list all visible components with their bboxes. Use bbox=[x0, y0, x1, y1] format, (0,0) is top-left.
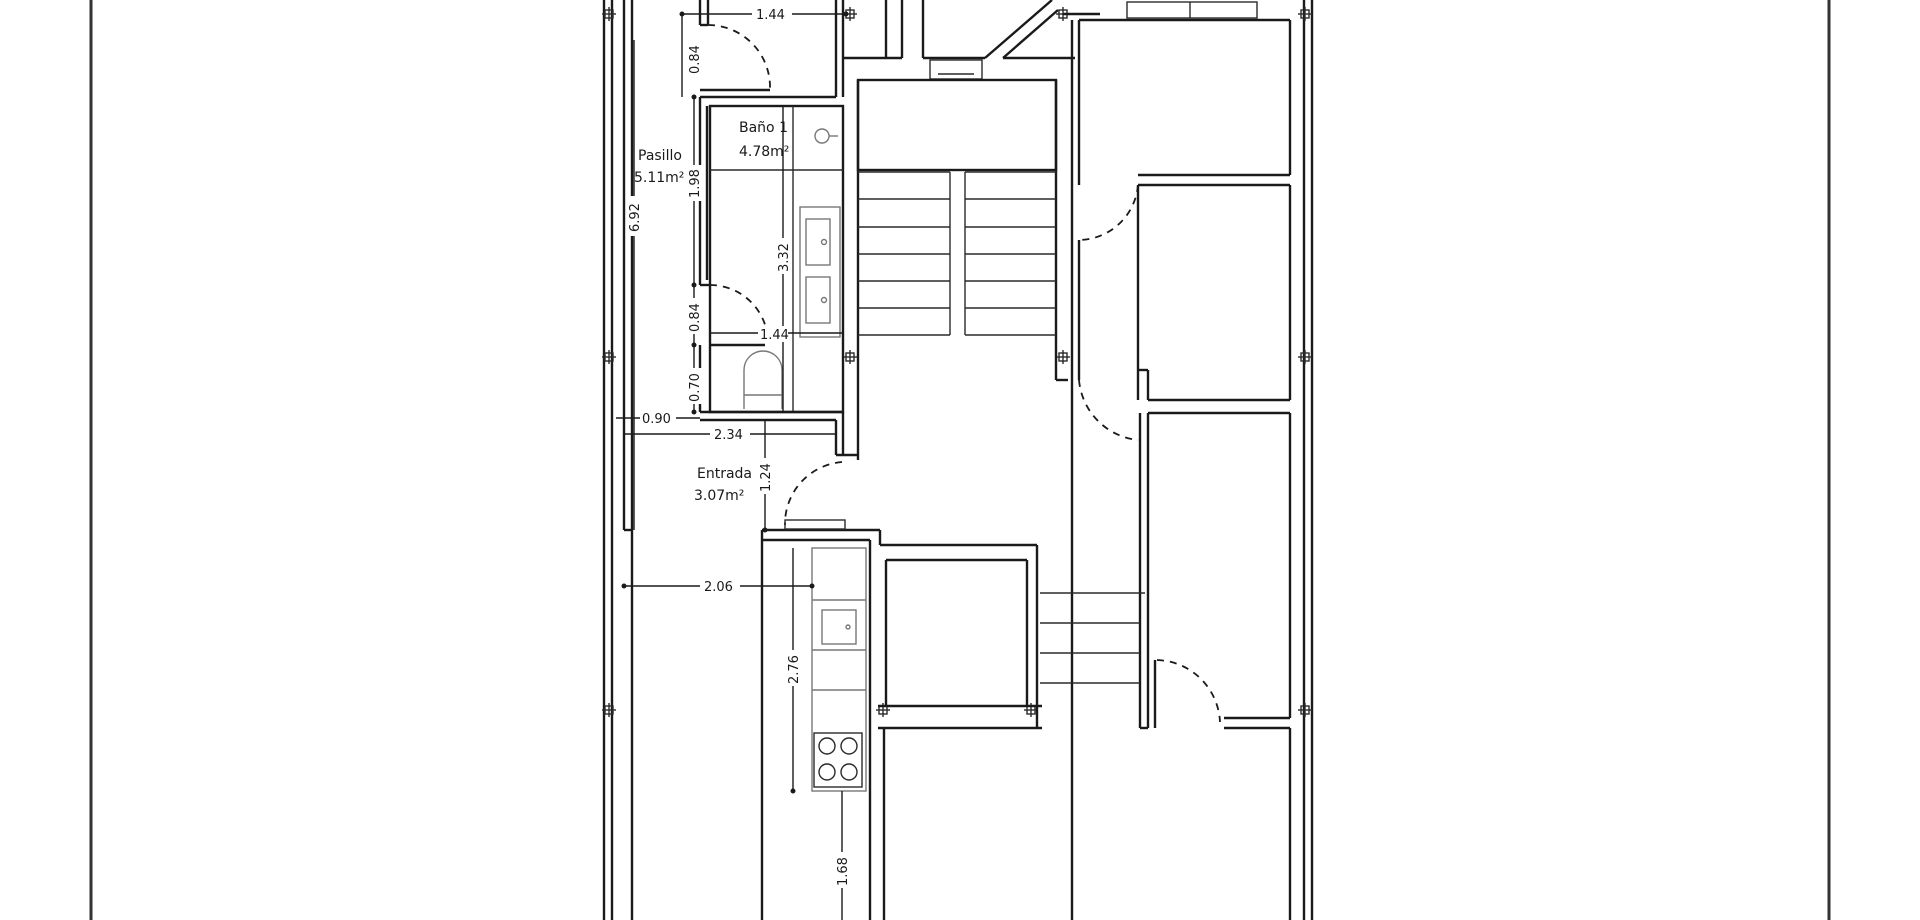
room-name-entrada: Entrada bbox=[697, 466, 752, 482]
dimension-lower-door-height: 0.84 bbox=[688, 303, 703, 332]
room-area-entrada: 3.07m² bbox=[694, 488, 744, 504]
sheet-frame bbox=[89, 0, 1831, 920]
dimension-lower-passage: 1.68 bbox=[836, 857, 851, 886]
dimension-entrada-width: 2.34 bbox=[714, 428, 743, 443]
dimension-wall-offset: 0.90 bbox=[642, 412, 671, 427]
dimension-kitchen-length: 2.76 bbox=[787, 655, 802, 684]
top-middle-walls bbox=[843, 0, 1075, 80]
stove-hob-icon bbox=[813, 732, 863, 788]
door-swing-icon bbox=[784, 461, 843, 526]
dimension-top-door-height: 0.84 bbox=[688, 45, 703, 74]
room-area-bano1: 4.78m² bbox=[739, 144, 789, 160]
toilet-icon bbox=[743, 350, 783, 409]
sink-icon bbox=[845, 624, 851, 630]
stairs-icon bbox=[856, 78, 1068, 460]
dimension-top-width: 1.44 bbox=[756, 8, 785, 23]
top-left-room-walls bbox=[698, 0, 845, 99]
bathroom-walls bbox=[698, 97, 858, 457]
washbasin-icon bbox=[799, 128, 841, 338]
middle-right-room-walls bbox=[1077, 185, 1292, 415]
dimension-lower-width: 1.44 bbox=[760, 328, 789, 343]
kitchen-counter bbox=[811, 547, 867, 792]
room-name-pasillo: Pasillo bbox=[638, 148, 682, 164]
dimension-living-width: 2.06 bbox=[704, 580, 733, 595]
door-swing-icon bbox=[1078, 379, 1139, 441]
door-swing-icon bbox=[1078, 184, 1139, 241]
dimension-bath-length: 3.32 bbox=[777, 243, 792, 272]
dimension-pasillo-height: 1.98 bbox=[688, 169, 703, 198]
dimension-total-height: 6.92 bbox=[628, 203, 643, 232]
exterior-walls bbox=[602, 0, 1314, 920]
room-name-bano1: Baño 1 bbox=[739, 120, 788, 136]
dimension-entrada-height: 1.24 bbox=[759, 463, 774, 492]
top-right-room-walls bbox=[1063, 1, 1292, 920]
room-area-pasillo: 5.11m² bbox=[634, 170, 684, 186]
right-lower-room-walls bbox=[1040, 413, 1292, 920]
dimension-wc-height: 0.70 bbox=[688, 373, 703, 402]
entrada-walls bbox=[622, 0, 1042, 920]
